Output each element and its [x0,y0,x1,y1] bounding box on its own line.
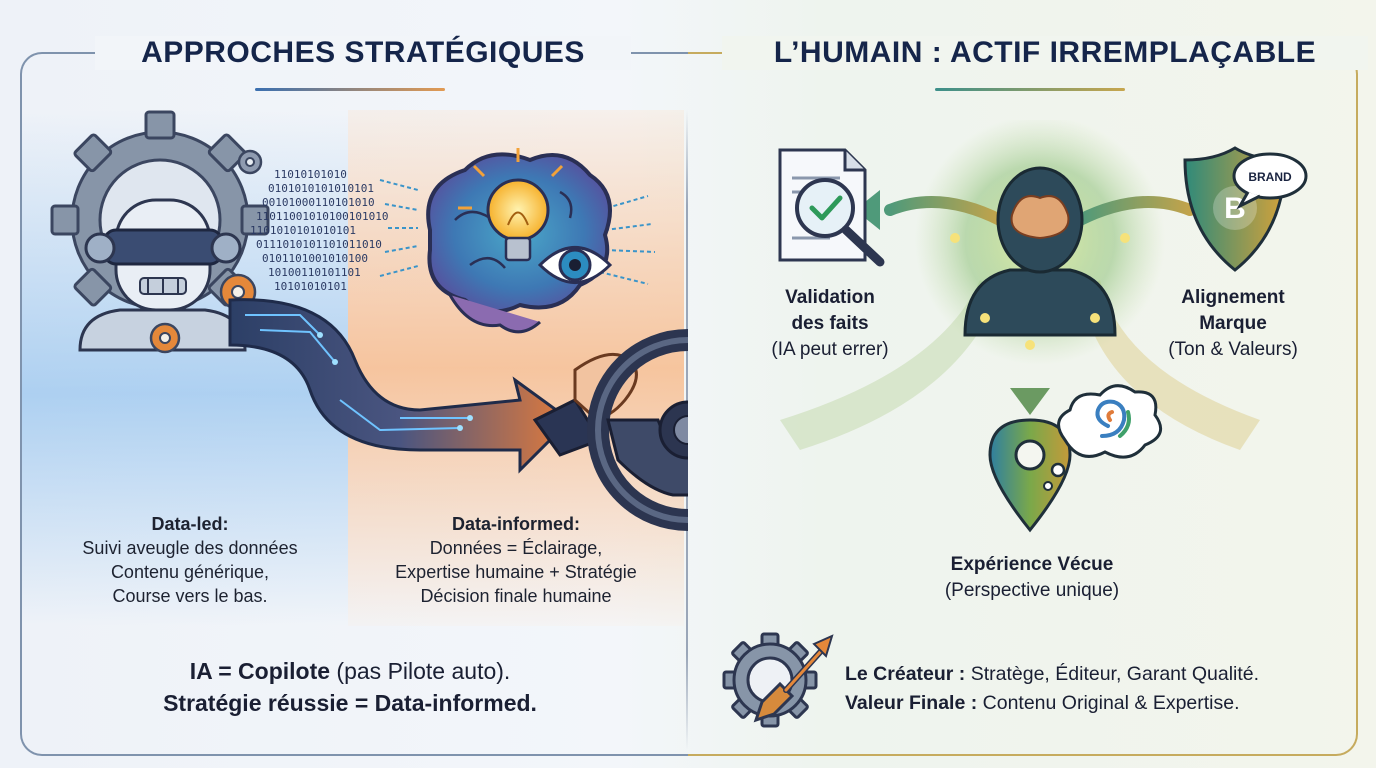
brand-badge: BRAND [1248,170,1292,184]
steering-wheel-icon [587,329,688,531]
summary-line1-bold: IA = Copilote [189,658,331,684]
pen-nib-icon [753,634,834,723]
binary-row: 11011001010100101010 [256,210,388,223]
creator-block: Le Créateur : Stratège, Éditeur, Garant … [845,660,1355,718]
gear-icon [237,149,263,175]
data-informed-line: Expertise humaine + Stratégie [395,562,637,582]
human-head-icon [950,166,1130,350]
binary-row: 11010101010 [274,168,347,181]
validation-sub: (IA peut errer) [771,339,889,360]
experience-label: Expérience Vécue (Perspective unique) [922,552,1142,604]
location-pin-icon [988,418,1072,533]
binary-row: 10100110101101 [268,266,361,279]
validation-title: des faits [791,313,869,334]
data-led-heading: Data-led: [151,514,229,534]
swoosh-band [780,280,1000,450]
experience-sub: (Perspective unique) [944,580,1120,601]
valeur-text: Contenu Original & Expertise. [977,692,1240,714]
binary-row: 0101101001010100 [262,252,368,265]
alignement-title: Marque [1199,313,1267,334]
gear-pen-icon [722,632,834,728]
spiral-icon [1095,399,1131,438]
data-informed-line: Décision finale humaine [420,586,612,606]
summary-line2: Stratégie réussie = Data-informed. [163,690,537,716]
createur-label: Le Créateur : [845,663,966,685]
lightbulb-icon [458,148,564,262]
data-led-line: Course vers le bas. [112,586,268,606]
left-title: APPROCHES STRATÉGIQUES [95,36,631,70]
alignement-sub: (Ton & Valeurs) [1168,339,1298,360]
binary-row: 1101010101010101 [250,224,356,237]
validation-label: Validation des faits (IA peut errer) [760,285,900,363]
data-led-caption: Data-led: Suivi aveugle des données Cont… [40,512,340,608]
eye-icon [537,246,613,284]
data-informed-caption: Data-informed: Données = Éclairage, Expe… [366,512,666,608]
shield-b-mark: B [1224,192,1246,225]
binary-row: 00101000110101010 [262,196,375,209]
circuit-arrow-icon [228,298,573,474]
right-title-underline [935,88,1125,91]
binary-row: 10101010101 [274,280,347,293]
summary: IA = Copilote (pas Pilote auto). Stratég… [60,655,640,719]
left-illustration: 1101010101001010101010101010010100011010… [50,110,688,531]
validation-title: Validation [785,287,875,308]
speech-bubble-icon: BRAND [1232,152,1308,210]
data-led-line: Contenu générique, [110,562,270,582]
binary-stream: 1101010101001010101010101010010100011010… [250,168,388,293]
alignement-title: Alignement [1181,287,1285,308]
data-informed-heading: Data-informed: [451,514,580,534]
valeur-label: Valeur Finale : [845,692,978,714]
swoosh-band [1080,280,1260,450]
right-title: L’HUMAIN : ACTIF IRREMPLAÇABLE [722,36,1368,70]
right-illustration: B BRAND [778,120,1308,533]
magnifier-icon [795,178,885,267]
binary-row: 0101010101010101 [268,182,374,195]
arrow-head [855,190,880,230]
data-informed-line: Données = Éclairage, [429,538,603,558]
data-led-line: Suivi aveugle des données [82,538,298,558]
summary-line1-rest: (pas Pilote auto). [330,658,511,684]
experience-title: Expérience Vécue [950,554,1114,575]
left-title-underline [255,88,445,91]
binary-row: 0111010101101011010 [256,238,382,251]
gear-icon [149,322,181,354]
alignement-label: Alignement Marque (Ton & Valeurs) [1148,285,1318,363]
createur-text: Stratège, Éditeur, Garant Qualité. [965,663,1260,685]
arrow-head [1010,388,1050,415]
